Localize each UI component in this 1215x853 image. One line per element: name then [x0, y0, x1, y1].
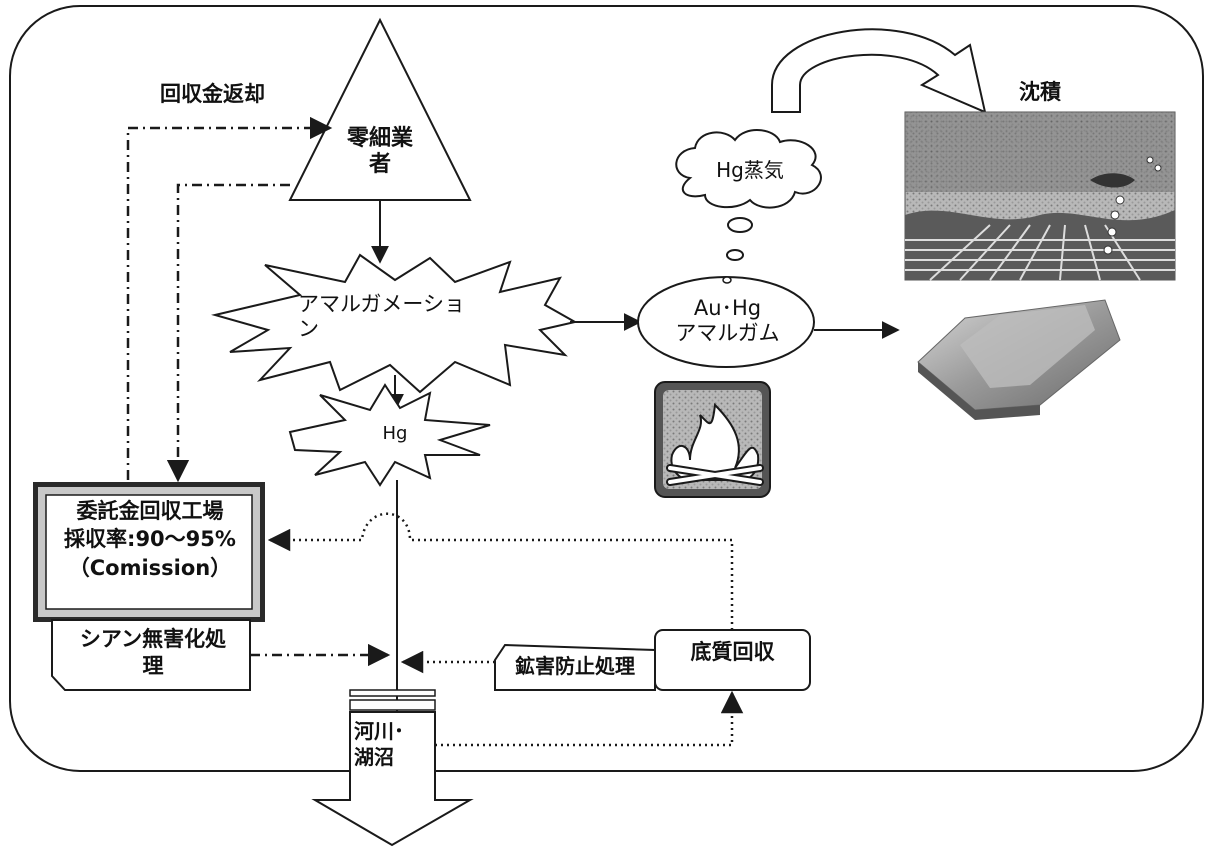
- label-hg: Hg: [360, 423, 430, 445]
- label-recovery-return: 回収金返却: [160, 82, 300, 107]
- label-hg-vapor: Hg蒸気: [695, 158, 805, 182]
- label-sediment-recovery: 底質回収: [655, 640, 810, 665]
- label-commission-plant: 委託金回収工場 採収率:90～95% （Comission）: [48, 497, 252, 582]
- vapor-bubble-large: [728, 218, 752, 232]
- gold-ingot-image: [918, 300, 1120, 420]
- deposition-landscape-image: [905, 112, 1175, 280]
- campfire-icon: [655, 382, 770, 497]
- label-cyanide-treatment: シアン無害化処 理: [56, 626, 250, 681]
- label-small-miner: 零細業 者: [330, 126, 430, 179]
- sediment-to-plant-line: [270, 514, 732, 630]
- label-amalgamation: アマルガメーショ ン: [298, 292, 498, 342]
- river-to-sediment-line: [435, 693, 732, 745]
- label-deposition: 沈積: [1000, 80, 1080, 105]
- vapor-bubble-medium: [727, 250, 743, 260]
- vapor-bubble-small: [723, 277, 731, 283]
- label-river-lake: 河川･ 湖沼: [354, 718, 434, 770]
- deposition-curved-arrow: [772, 29, 985, 112]
- label-mine-pollution: 鉱害防止処理: [497, 654, 653, 678]
- label-amalgam: Au･Hg アマルガム: [640, 296, 815, 346]
